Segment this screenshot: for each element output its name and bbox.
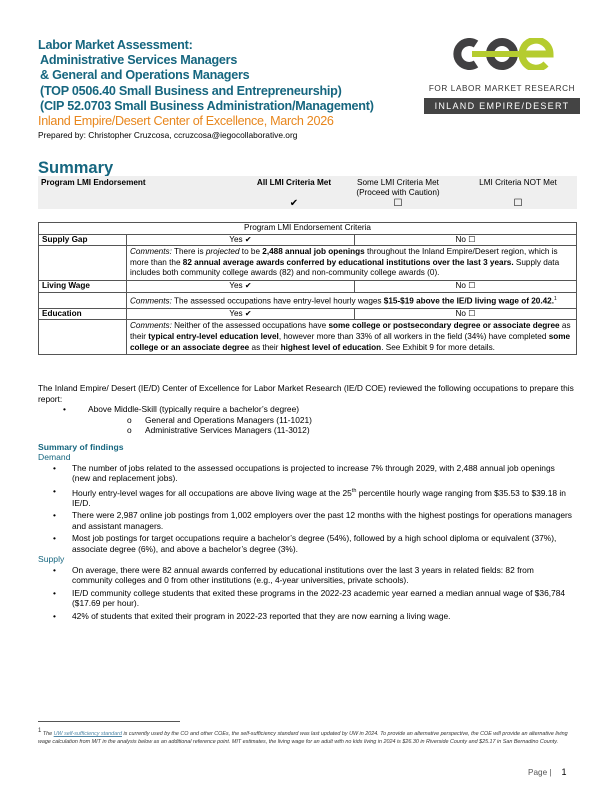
list-item: o General and Operations Managers (11-10… bbox=[127, 414, 312, 425]
criterion-yes: Yes ✔ bbox=[126, 279, 355, 293]
table-row: Education Yes ✔ No ☐ bbox=[38, 307, 577, 321]
bullet-icon: • bbox=[63, 404, 66, 414]
circle-bullet-icon: o bbox=[127, 425, 132, 435]
criteria-table: Program LMI Endorsement Criteria Supply … bbox=[38, 222, 577, 356]
footnote-number: 1 bbox=[38, 728, 42, 734]
bullet-icon: • bbox=[53, 462, 56, 473]
criterion-comment: Comments: Neither of the assessed occupa… bbox=[126, 319, 577, 356]
footnote-ref[interactable]: 1 bbox=[553, 295, 557, 302]
criterion-yes: Yes ✔ bbox=[126, 233, 355, 247]
report-subtitle: Inland Empire/Desert Center of Excellenc… bbox=[38, 114, 334, 129]
report-body: The Inland Empire/ Desert (IE/D) Center … bbox=[38, 383, 578, 621]
list-item: • On average, there were 82 annual award… bbox=[53, 564, 534, 586]
bullet-icon: • bbox=[53, 510, 56, 521]
checkbox-empty-icon: ☐ bbox=[513, 198, 523, 209]
endorsement-label: Program LMI Endorsement bbox=[41, 178, 146, 187]
criterion-comment: Comments: The assessed occupations have … bbox=[126, 291, 577, 309]
circle-bullet-icon: o bbox=[127, 414, 132, 425]
criterion-label: Education bbox=[38, 307, 127, 321]
footnote: 1 The UW self-sufficiency standard is cu… bbox=[38, 728, 568, 745]
intro-paragraph: The Inland Empire/ Desert (IE/D) Center … bbox=[38, 383, 574, 404]
title-block: Labor Market Assessment: Administrative … bbox=[38, 38, 418, 141]
bullet-icon: • bbox=[53, 587, 56, 598]
table-row: Comments: There is projected to be 2,488… bbox=[38, 245, 577, 281]
list-item: o Administrative Services Managers (11-3… bbox=[127, 425, 310, 435]
list-item: • Hourly entry-level wages for all occup… bbox=[53, 485, 566, 508]
criteria-table-title: Program LMI Endorsement Criteria bbox=[38, 222, 577, 235]
table-row: Supply Gap Yes ✔ No ☐ bbox=[38, 233, 577, 247]
list-item: • The number of jobs related to the asse… bbox=[53, 462, 555, 484]
uw-self-sufficiency-link[interactable]: UW self-sufficiency standard bbox=[53, 730, 122, 737]
checkmark-icon: ✔ bbox=[289, 198, 299, 209]
criterion-no: No ☐ bbox=[354, 307, 577, 321]
bullet-icon: • bbox=[53, 610, 56, 621]
summary-heading: Summary bbox=[38, 159, 114, 177]
option-some-met-label: Some LMI Criteria Met bbox=[357, 178, 439, 187]
list-item: • There were 2,987 online job postings f… bbox=[53, 510, 572, 531]
criterion-no: No ☐ bbox=[354, 279, 577, 293]
footnote-divider bbox=[38, 721, 180, 722]
report-title-line-5: (CIP 52.0703 Small Business Administrati… bbox=[40, 98, 374, 113]
option-not-met-label: LMI Criteria NOT Met bbox=[479, 178, 557, 187]
option-all-met-label: All LMI Criteria Met bbox=[256, 178, 332, 187]
report-title-line-4: (TOP 0506.40 Small Business and Entrepre… bbox=[40, 83, 342, 98]
bullet-icon: • bbox=[53, 485, 56, 496]
table-row: Comments: The assessed occupations have … bbox=[38, 291, 577, 309]
criterion-yes: Yes ✔ bbox=[126, 307, 355, 321]
page-number: Page |1 bbox=[528, 767, 567, 777]
checkbox-empty-icon: ☐ bbox=[393, 198, 403, 209]
report-title-line-3: & General and Operations Managers bbox=[40, 68, 250, 83]
list-item: • Most job postings for target occupatio… bbox=[53, 533, 557, 554]
list-item: • Above Middle-Skill (typically require … bbox=[63, 404, 300, 414]
criterion-label: Living Wage bbox=[38, 279, 127, 293]
option-some-met: Some LMI Criteria Met (Proceed with Caut… bbox=[338, 178, 458, 198]
logo-tagline: FOR LABOR MARKET RESEARCH bbox=[428, 84, 576, 93]
program-lmi-endorsement: Program LMI Endorsement All LMI Criteria… bbox=[38, 176, 577, 209]
table-row: Comments: Neither of the assessed occupa… bbox=[38, 319, 577, 356]
coe-logo: FOR LABOR MARKET RESEARCH INLAND EMPIRE/… bbox=[424, 36, 580, 114]
findings-heading: Summary of findings bbox=[38, 441, 124, 452]
option-some-met-sublabel: (Proceed with Caution) bbox=[356, 188, 440, 197]
prepared-by: Prepared by: Christopher Cruzcosa, ccruz… bbox=[38, 130, 298, 141]
table-header-row: Program LMI Endorsement Criteria bbox=[38, 222, 577, 235]
list-item: • IE/D community college students that e… bbox=[53, 587, 566, 609]
bullet-icon: • bbox=[53, 564, 56, 575]
supply-heading: Supply bbox=[38, 554, 65, 565]
coe-logo-mark-icon bbox=[450, 36, 554, 72]
report-title-line-1: Labor Market Assessment: bbox=[38, 38, 193, 52]
demand-heading: Demand bbox=[38, 452, 71, 462]
criterion-label: Supply Gap bbox=[38, 233, 127, 247]
logo-region-banner: INLAND EMPIRE/DESERT bbox=[424, 98, 580, 114]
list-item: • 42% of students that exited their prog… bbox=[53, 610, 451, 621]
report-title-line-2: Administrative Services Managers bbox=[40, 53, 238, 68]
criterion-comment: Comments: There is projected to be 2,488… bbox=[126, 245, 577, 281]
bullet-icon: • bbox=[53, 533, 56, 544]
criterion-no: No ☐ bbox=[354, 233, 577, 247]
table-row: Living Wage Yes ✔ No ☐ bbox=[38, 279, 577, 293]
